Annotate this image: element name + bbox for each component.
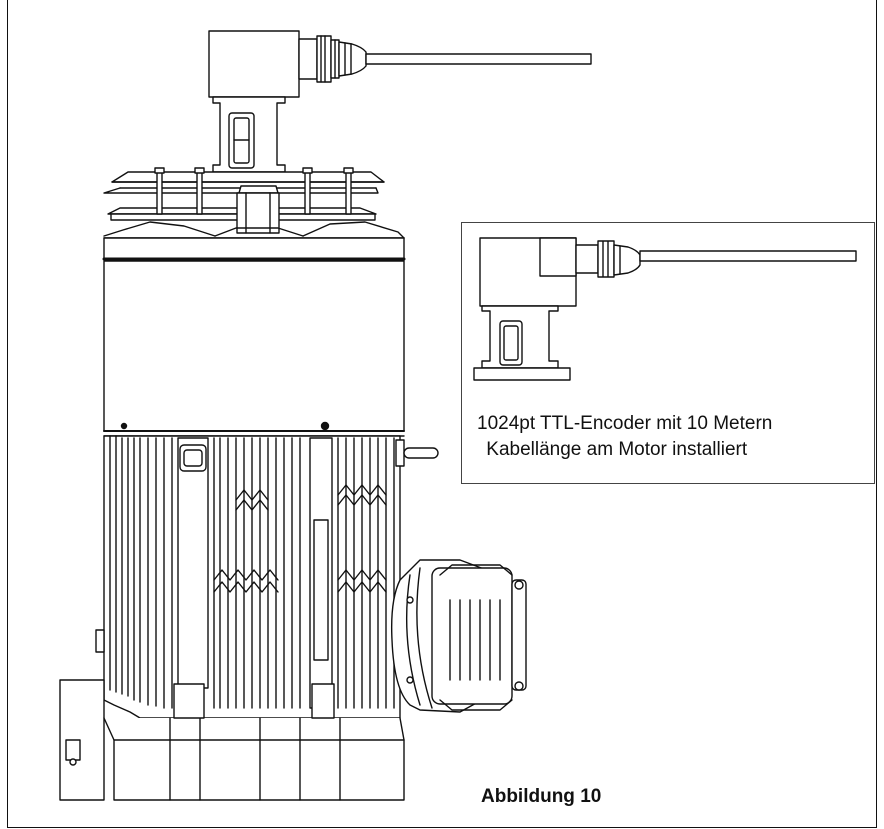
callout-caption-line1: 1024pt TTL-Encoder mit 10 Metern (477, 413, 773, 434)
figure-frame (7, 0, 877, 828)
encoder-callout: 1024pt TTL-Encoder mit 10 Metern Kabellä… (461, 222, 875, 484)
mounting-flange (103, 167, 405, 239)
encoder-detail-drawing (473, 237, 857, 381)
encoder-body (212, 96, 286, 173)
encoder-connector (208, 30, 592, 98)
motor-base (59, 629, 405, 801)
figure-label: Abbildung 10 (481, 786, 602, 807)
gear-housing (390, 559, 527, 713)
callout-caption-line2: Kabellänge am Motor installiert (481, 439, 748, 460)
fan-cover (102, 237, 406, 437)
motor-body (103, 435, 439, 719)
